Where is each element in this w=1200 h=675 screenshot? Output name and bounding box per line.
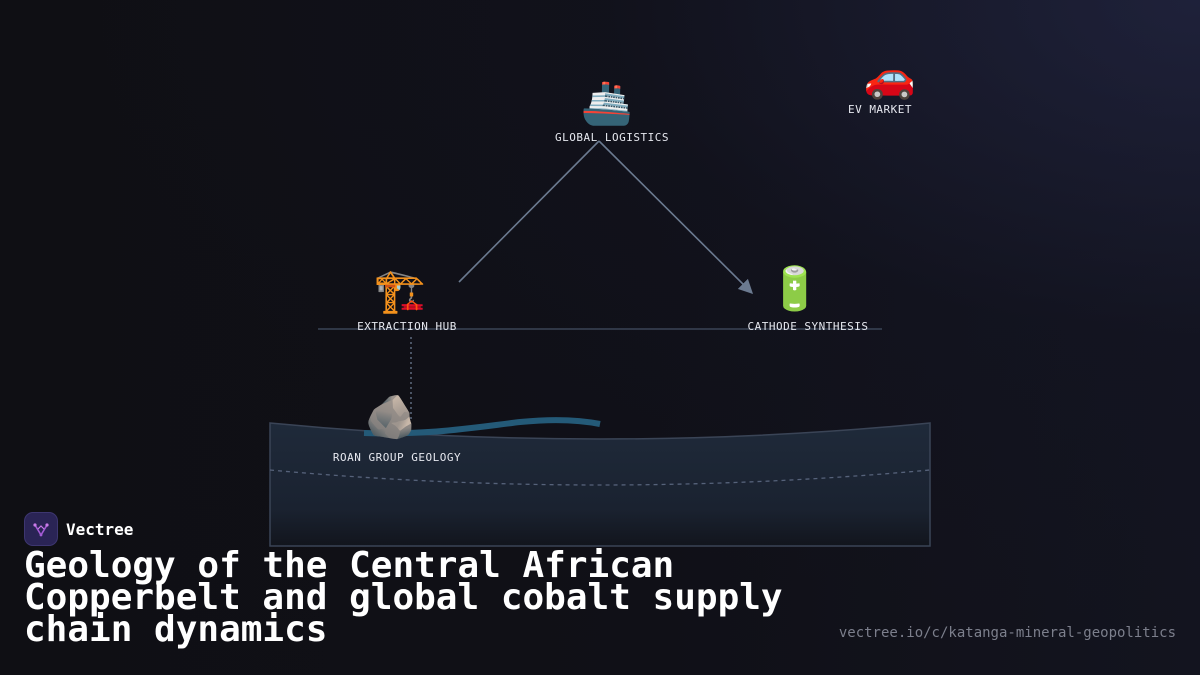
- node-label-roan-group-geology: ROAN GROUP GEOLOGY: [332, 451, 462, 464]
- node-label-cathode-synthesis: CATHODE SYNTHESIS: [747, 320, 869, 333]
- car-icon: 🚗: [863, 52, 917, 101]
- source-url: vectree.io/c/katanga-mineral-geopolitics: [838, 625, 1176, 641]
- brand-name: Vectree: [66, 519, 134, 539]
- crane-icon: 🏗️: [373, 266, 427, 315]
- battery-icon: 🔋: [768, 264, 822, 313]
- page-title: Geology of the Central African Copperbel…: [24, 545, 783, 650]
- node-label-ev-market: EV MARKET: [847, 103, 913, 116]
- vectree-logo-icon: [24, 512, 58, 546]
- node-label-extraction-hub: EXTRACTION HUB: [357, 320, 457, 333]
- rock-icon: 🪨: [364, 392, 418, 441]
- logistics-to-cathode-arrow: [598, 140, 754, 295]
- strata-boundary: [269, 469, 931, 486]
- brand: Vectree: [24, 512, 133, 546]
- node-label-global-logistics: GLOBAL LOGISTICS: [555, 131, 669, 144]
- extraction-to-logistics-connector: [458, 140, 600, 283]
- ship-icon: 🚢: [580, 78, 634, 127]
- ore-seam: [363, 417, 601, 437]
